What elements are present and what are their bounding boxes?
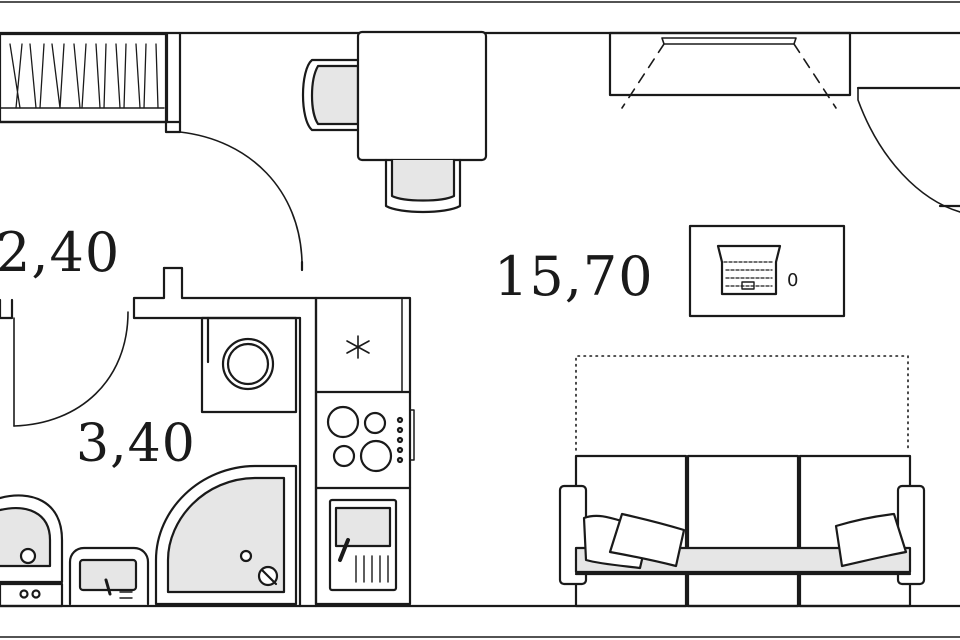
wardrobe [0, 32, 182, 134]
sofa [558, 355, 926, 608]
bathroom-area-label: 3,40 [76, 414, 196, 474]
hallway-door [179, 131, 304, 272]
laptop-indicator: 0 [787, 270, 798, 291]
tv-cabinet [608, 31, 852, 109]
washing-machine [200, 316, 298, 414]
desk [688, 224, 846, 318]
bathroom-door [13, 311, 129, 427]
toilet [0, 494, 64, 608]
kitchen [314, 296, 415, 606]
hallway-area-label: 2,40 [0, 221, 121, 284]
shower [154, 464, 298, 606]
living-room-area-label: 15,70 [494, 245, 654, 308]
dining-set [301, 30, 488, 214]
bathroom-sink [68, 546, 150, 606]
entry-door [856, 86, 960, 213]
